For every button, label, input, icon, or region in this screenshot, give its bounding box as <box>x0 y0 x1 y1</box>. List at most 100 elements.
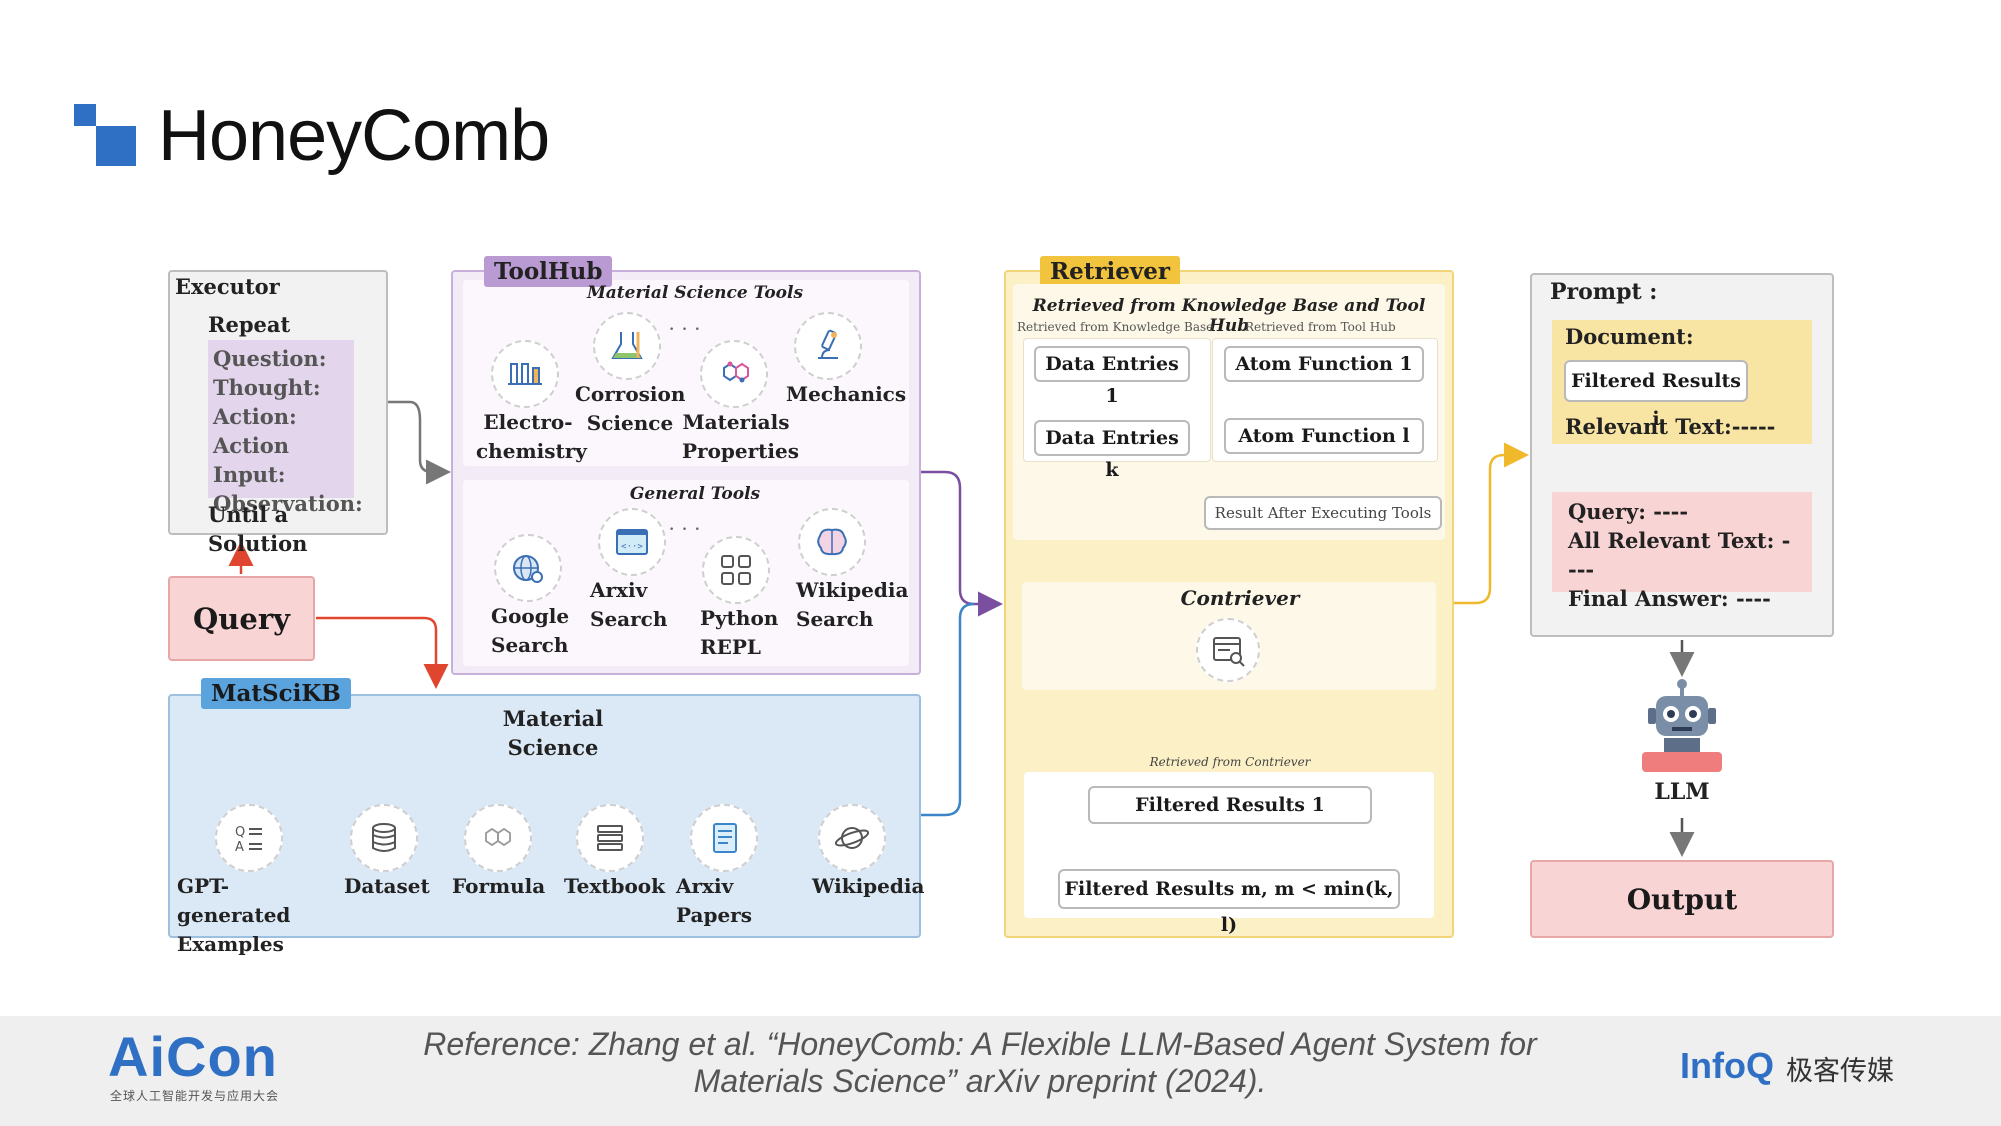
result-after-executing: Result After Executing Tools <box>1204 496 1442 530</box>
code-window-icon: <··> <box>598 508 666 576</box>
hexagon-formula-icon <box>464 804 532 872</box>
contriever-sub: Retrieved from Contriever <box>1149 755 1311 769</box>
matscikb-tag: MatSciKB <box>201 678 351 709</box>
grid-icon <box>702 536 770 604</box>
contriever-title: Contriever <box>1180 586 1300 610</box>
planet-icon <box>818 804 886 872</box>
infoq-cn-logo: 极客传媒 <box>1786 1056 1894 1087</box>
kb-label: Arxiv Papers <box>676 874 752 927</box>
prompt-final-answer: Final Answer: ---- <box>1568 586 1771 611</box>
document-icon <box>690 804 758 872</box>
atom-function-last: Atom Function l <box>1224 418 1424 454</box>
molecule-icon <box>700 340 768 408</box>
retriever-header: Retrieved from Knowledge Base and Tool H… <box>1032 296 1426 336</box>
executor-step: Action: <box>213 404 297 429</box>
globe-icon <box>494 534 562 602</box>
page-title: HoneyComb <box>158 96 550 176</box>
svg-text:Q: Q <box>235 825 245 840</box>
tool-wikipedia-search: Wikipedia Search <box>796 508 909 634</box>
kb-item-wikipedia: Wikipedia <box>812 804 925 901</box>
kb-item-arxiv-papers: Arxiv Papers <box>676 804 806 930</box>
tool-label: Mechanics <box>786 382 907 406</box>
svg-text:A: A <box>235 840 244 855</box>
executor-step: Thought: <box>213 375 321 400</box>
tool-label: Python REPL <box>700 606 779 659</box>
kb-label: Formula <box>452 874 546 898</box>
data-entries-first: Data Entries 1 <box>1034 346 1190 407</box>
flask-rack-icon <box>491 340 559 408</box>
toolhub-tag: ToolHub <box>484 256 613 287</box>
output-box: Output <box>1530 860 1834 938</box>
microscope-icon <box>794 312 862 380</box>
prompt-document-label: Document: <box>1565 324 1694 349</box>
tool-google-search: Google Search <box>476 534 576 660</box>
prompt-relevant-text: Relevant Text:----- <box>1565 414 1776 439</box>
books-icon <box>576 804 644 872</box>
aicon-logo: AiCon <box>108 1025 278 1088</box>
kb-item-dataset: Dataset <box>344 804 430 901</box>
atom-function-first: Atom Function 1 <box>1224 346 1424 382</box>
executor-step: Question: <box>213 346 327 371</box>
data-entries-last: Data Entries k <box>1034 420 1190 481</box>
tool-label: Materials Properties <box>682 410 799 463</box>
output-label: Output <box>1626 882 1738 916</box>
reference-text: Reference: Zhang et al. “HoneyComb: A Fl… <box>380 1026 1580 1100</box>
svg-text:<··>: <··> <box>621 542 643 552</box>
tool-materials-properties: Materials Properties <box>682 340 799 466</box>
tool-label: Electro- chemistry <box>476 410 587 463</box>
tool-label: Arxiv Search <box>590 578 668 631</box>
tool-label: Corrosion Science <box>575 382 686 435</box>
filtered-results-last: Filtered Results m, m < min(k, l) <box>1058 869 1400 936</box>
general-tools-heading: General Tools <box>629 484 761 504</box>
search-database-icon <box>1196 618 1260 682</box>
material-tools-heading: Material Science Tools <box>586 283 804 303</box>
tool-label: Google Search <box>491 604 570 657</box>
executor-box: Executor Repeat Question: Thought: Actio… <box>168 270 388 556</box>
brain-icon <box>798 508 866 576</box>
reference-line: Reference: Zhang et al. “HoneyComb: A Fl… <box>423 1026 1537 1062</box>
reference-line: Materials Science” arXiv preprint (2024)… <box>693 1063 1267 1099</box>
prompt-query-panel: Query: ---- All Relevant Text: ---- Fina… <box>1552 492 1812 611</box>
executor-step: Observation: <box>213 491 363 516</box>
kb-label: Dataset <box>344 874 430 898</box>
matscikb-root: Material Science <box>502 706 604 760</box>
prompt-query: Query: ---- <box>1568 499 1689 524</box>
material-ellipsis: · · · <box>668 316 701 341</box>
retriever-tag: Retriever <box>1040 256 1180 287</box>
database-icon <box>350 804 418 872</box>
beaker-icon <box>593 312 661 380</box>
tool-label: Wikipedia Search <box>796 578 909 631</box>
kb-item-formula: Formula <box>452 804 546 901</box>
tool-corrosion: Corrosion Science <box>575 312 685 438</box>
executor-step: Action Input: <box>213 433 290 487</box>
kb-item-textbook: Textbook <box>564 804 665 901</box>
executor-title: Executor <box>175 274 280 299</box>
robot-icon <box>1638 676 1726 772</box>
prompt-title: Prompt : <box>1550 279 1658 305</box>
kb-label: Wikipedia <box>812 874 925 898</box>
title-logo-icon <box>74 104 136 166</box>
kb-label: Textbook <box>564 874 665 898</box>
matscikb-box <box>168 694 921 938</box>
executor-repeat: Repeat <box>208 312 291 337</box>
tool-arxiv-search: <··> Arxiv Search <box>590 508 690 634</box>
aicon-logo-sub: 全球人工智能开发与应用大会 <box>110 1089 280 1103</box>
query-label: Query <box>193 601 290 636</box>
general-ellipsis: · · · <box>668 516 701 541</box>
filtered-results-first: Filtered Results 1 <box>1088 786 1372 824</box>
tool-electrochemistry: Electro- chemistry <box>476 340 587 466</box>
tool-python-repl: Python REPL <box>700 536 800 662</box>
retriever-tool-sub: Retrieved from Tool Hub <box>1245 320 1396 334</box>
footer-bar <box>0 1016 2001 1126</box>
retriever-kb-sub: Retrieved from Knowledge Base <box>1017 320 1214 334</box>
query-box: Query <box>168 576 315 661</box>
tool-mechanics: Mechanics <box>786 312 907 409</box>
kb-label: GPT-generated Examples <box>177 874 291 956</box>
prompt-filtered-results: Filtered Results i <box>1564 360 1748 430</box>
executor-steps: Question: Thought: Action: Action Input:… <box>208 340 363 516</box>
executor-until: Until a Solution <box>208 502 308 556</box>
prompt-all-relevant: All Relevant Text: ---- <box>1568 528 1791 582</box>
infoq-logo: InfoQ <box>1680 1045 1774 1086</box>
llm-label: LLM <box>1654 779 1710 805</box>
